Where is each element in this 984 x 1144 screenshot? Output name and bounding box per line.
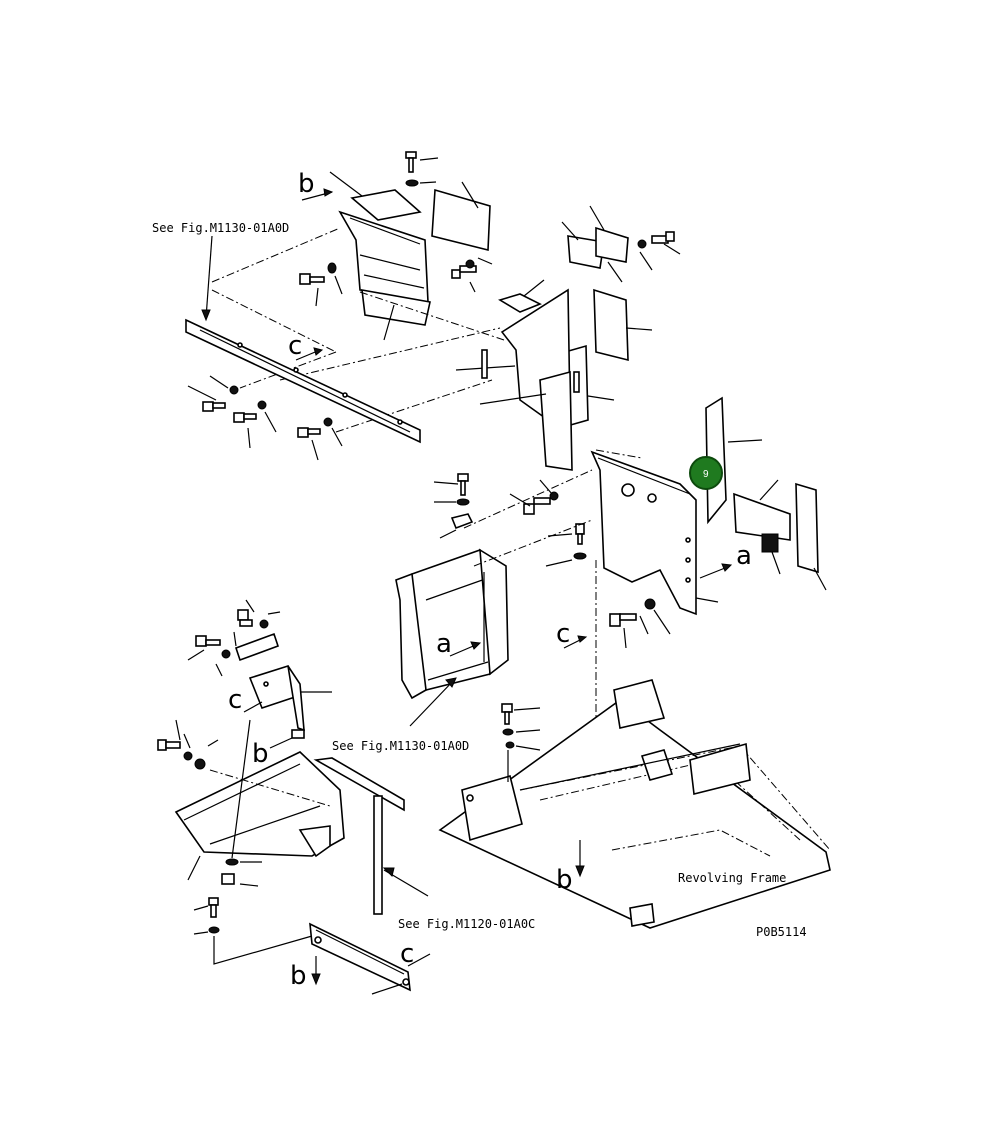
marker-circle[interactable] bbox=[689, 456, 723, 490]
frame-section bbox=[395, 548, 509, 700]
view-c-center: c bbox=[556, 619, 588, 649]
view-letter-b-top: b bbox=[298, 169, 315, 199]
view-letter-c-bottom: c bbox=[400, 939, 414, 969]
revolving-frame bbox=[438, 679, 831, 929]
bolt-pair-2 bbox=[451, 257, 493, 293]
view-letter-c-center: c bbox=[556, 619, 570, 649]
view-letter-a-right: a bbox=[736, 541, 752, 571]
view-c-left: c bbox=[288, 331, 324, 361]
marker-number[interactable]: 9 bbox=[703, 469, 709, 480]
cover-lower bbox=[174, 751, 345, 881]
frame-bar-left bbox=[185, 318, 421, 444]
bolt-top bbox=[405, 151, 439, 187]
view-letter-b-lower: b bbox=[252, 739, 269, 769]
panel-strip-2 bbox=[733, 479, 791, 541]
bracket-small bbox=[498, 279, 545, 313]
bolt-center bbox=[509, 479, 559, 515]
view-a-right: a bbox=[699, 541, 752, 579]
bolt-lower bbox=[193, 858, 262, 935]
bolts-lower-left bbox=[157, 719, 219, 770]
support-post bbox=[313, 757, 429, 915]
revolving-frame-label: Revolving Frame bbox=[678, 871, 786, 885]
bracket-bottom bbox=[309, 922, 411, 995]
view-letter-b-bottom: b bbox=[290, 961, 307, 991]
view-letter-c-left: c bbox=[288, 331, 302, 361]
view-b-frame: b bbox=[556, 840, 585, 895]
panel-strip-3 bbox=[795, 482, 827, 591]
bolt-frame-center bbox=[501, 703, 541, 782]
bolt-pair-1 bbox=[299, 262, 343, 307]
bolts-left-cluster bbox=[187, 375, 343, 461]
bolt-top-right bbox=[637, 231, 681, 271]
bracket-angle bbox=[248, 665, 332, 739]
view-a-left: a bbox=[436, 629, 482, 659]
bracket-top-right bbox=[561, 205, 629, 283]
bolts-panel bbox=[545, 523, 671, 649]
view-b-top: b bbox=[298, 169, 334, 201]
view-b-lower: b bbox=[252, 737, 293, 769]
view-letter-a-left: a bbox=[436, 629, 452, 659]
reference-bottom: See Fig.M1120-01A0C bbox=[398, 917, 535, 931]
panel-main bbox=[590, 450, 719, 616]
panel-block bbox=[761, 533, 781, 575]
view-c-lower: c bbox=[228, 685, 263, 715]
bracket-lower-left bbox=[187, 599, 281, 677]
bolt-frame bbox=[433, 473, 474, 539]
reference-top: See Fig.M1130-01A0D bbox=[152, 221, 289, 235]
view-letter-c-lower: c bbox=[228, 685, 242, 715]
plate-tall bbox=[557, 288, 653, 430]
plate-top-left bbox=[329, 171, 491, 252]
cover-left bbox=[338, 210, 431, 341]
view-letter-b-frame: b bbox=[556, 865, 573, 895]
view-c-bottom: c bbox=[400, 939, 431, 969]
view-b-bottom: b bbox=[290, 956, 321, 991]
pins-center bbox=[481, 349, 580, 393]
part-number-marker[interactable]: 9 bbox=[689, 456, 723, 490]
dashed-guides-top-left bbox=[211, 227, 505, 433]
housing-center bbox=[455, 288, 573, 471]
reference-mid: See Fig.M1130-01A0D bbox=[332, 739, 469, 753]
drawing-code: P0B5114 bbox=[756, 925, 807, 939]
